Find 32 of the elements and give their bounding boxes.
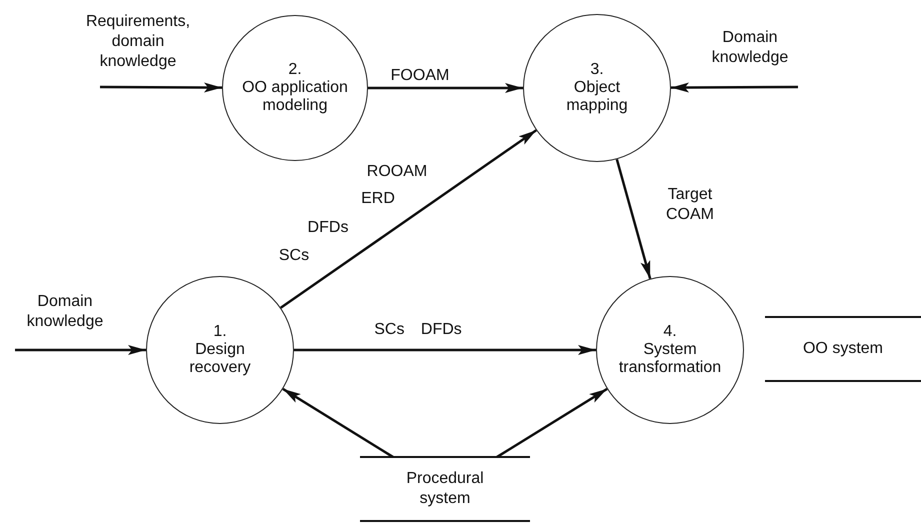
process-circle <box>596 276 744 424</box>
data-store <box>765 316 921 382</box>
data-store <box>360 456 530 522</box>
process-label: System transformation <box>618 341 722 377</box>
process-circle <box>222 15 368 161</box>
process-circle <box>146 276 294 424</box>
arrow <box>294 345 596 355</box>
process-number: 1. <box>212 323 228 341</box>
process-circle <box>523 14 671 162</box>
source-label: Domain knowledge <box>690 28 810 90</box>
arrow <box>15 345 146 355</box>
arrow <box>282 388 394 458</box>
arrow <box>280 129 537 309</box>
process-label: Object mapping <box>565 79 629 115</box>
process-label: OO application modeling <box>241 79 349 115</box>
process-number: 4. <box>662 323 678 341</box>
arrow <box>496 388 608 458</box>
data-label: SCs <box>278 246 310 266</box>
process-label: Design recovery <box>188 341 252 377</box>
arrow <box>368 83 523 93</box>
process-number: 2. <box>287 61 303 79</box>
data-label: ROOAM <box>366 162 428 182</box>
arrow <box>671 82 798 93</box>
arrow <box>616 158 652 280</box>
process-number: 3. <box>589 61 605 79</box>
store-label: Procedural system <box>405 469 485 509</box>
data-label: DFDs <box>308 218 348 238</box>
data-label: ERD <box>361 189 395 209</box>
arrow <box>100 82 222 93</box>
store-label: OO system <box>802 339 884 359</box>
source-label: Domain knowledge <box>5 292 125 352</box>
source-label: Requirements, domain knowledge <box>78 12 198 88</box>
